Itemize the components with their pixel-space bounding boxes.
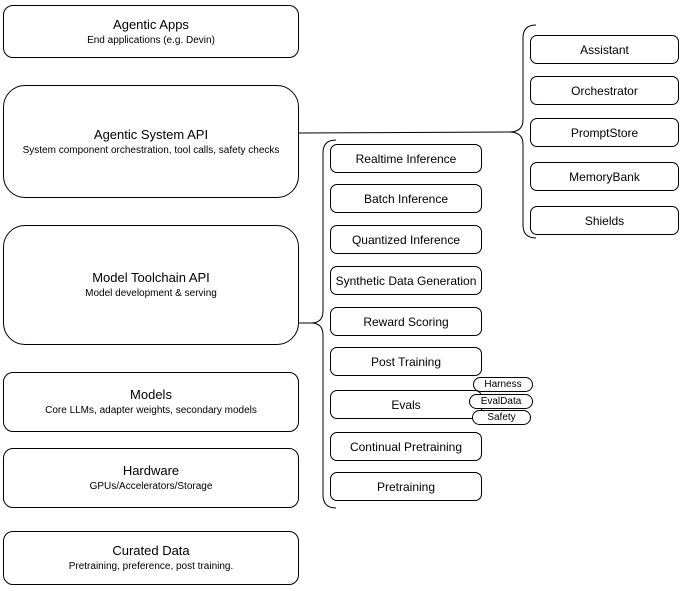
- node-memorybank: MemoryBank: [530, 162, 679, 191]
- node-subtitle: System component orchestration, tool cal…: [22, 144, 280, 156]
- node-subtitle: Core LLMs, adapter weights, secondary mo…: [45, 405, 257, 416]
- node-title: Curated Data: [112, 543, 190, 558]
- tag-harness: Harness: [473, 377, 533, 392]
- node-title: Models: [130, 387, 172, 402]
- node-curated-data: Curated Data Pretraining, preference, po…: [3, 531, 299, 585]
- tag-safety: Safety: [472, 410, 531, 425]
- node-evals: Evals: [330, 390, 482, 419]
- node-hardware: Hardware GPUs/Accelerators/Storage: [3, 448, 299, 508]
- node-promptstore: PromptStore: [530, 118, 679, 147]
- node-agentic-apps: Agentic Apps End applications (e.g. Devi…: [3, 5, 299, 58]
- node-title: Model Toolchain API: [92, 270, 210, 285]
- node-pretraining: Pretraining: [330, 472, 482, 501]
- node-models: Models Core LLMs, adapter weights, secon…: [3, 372, 299, 432]
- node-subtitle: GPUs/Accelerators/Storage: [89, 481, 213, 492]
- node-subtitle: Model development & serving: [85, 288, 217, 299]
- node-quantized-inference: Quantized Inference: [330, 225, 482, 254]
- line-system-api-to-components: [298, 131, 510, 134]
- node-batch-inference: Batch Inference: [330, 184, 482, 213]
- node-title: Hardware: [122, 463, 180, 478]
- node-reward-scoring: Reward Scoring: [330, 307, 482, 336]
- node-orchestrator: Orchestrator: [530, 76, 679, 105]
- node-title: Agentic System API: [93, 126, 209, 142]
- node-shields: Shields: [530, 206, 679, 235]
- node-post-training: Post Training: [330, 347, 482, 376]
- node-title: Agentic Apps: [113, 16, 189, 32]
- node-assistant: Assistant: [530, 35, 679, 64]
- node-subtitle: End applications (e.g. Devin): [87, 34, 215, 46]
- toolchain-brace: [310, 139, 337, 509]
- node-continual-pretraining: Continual Pretraining: [330, 432, 482, 461]
- system-brace: [508, 24, 537, 239]
- node-synthetic-data-generation: Synthetic Data Generation: [330, 266, 482, 295]
- node-subtitle: Pretraining, preference, post training.: [68, 561, 234, 572]
- tag-evaldata: EvalData: [469, 394, 533, 409]
- node-realtime-inference: Realtime Inference: [330, 144, 482, 173]
- node-model-toolchain-api: Model Toolchain API Model development & …: [3, 225, 299, 345]
- node-agentic-system-api: Agentic System API System component orch…: [3, 85, 299, 198]
